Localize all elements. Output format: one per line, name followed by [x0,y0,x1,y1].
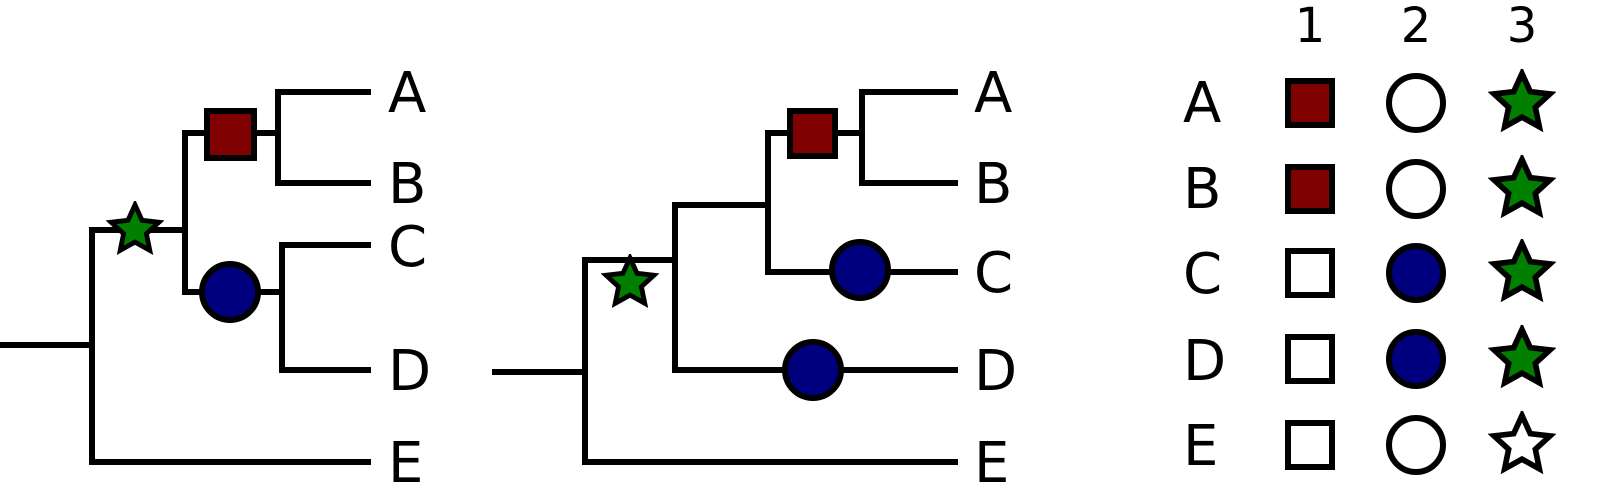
star-icon [1494,244,1550,297]
tree-2-tip-d: D [974,339,1017,404]
tree-1-branches [0,89,371,465]
matrix-row-label-a: A [1183,71,1221,136]
star-icon [1494,416,1550,469]
matrix-header-3: 3 [1507,0,1538,54]
circle-icon [1386,243,1446,303]
matrix-row-label-e: E [1183,414,1218,479]
circle-icon [782,339,844,401]
matrix-header-2: 2 [1401,0,1432,54]
tree-2-tip-a: A [974,61,1012,126]
tree-2: A B C D E [492,61,1017,493]
square-icon [1285,164,1335,214]
tree-1-tip-e: E [388,431,423,493]
circle-icon [199,261,261,323]
circle-icon [829,239,891,301]
star-icon [1494,160,1550,213]
star-icon [1494,330,1550,383]
star-icon [111,205,159,250]
tree-1-tip-a: A [388,61,426,126]
tree-1: A B C D E [0,61,431,493]
star-icon [606,258,654,303]
star-icon [1494,74,1550,127]
tree-2-tip-b: B [974,152,1012,217]
tree-1-tip-c: C [388,215,427,280]
square-icon [1285,420,1335,470]
circle-icon [1386,159,1446,219]
matrix-cells [1285,73,1550,475]
tree-2-tip-c: C [974,241,1013,306]
tree-1-tip-b: B [388,152,426,217]
character-matrix: 1 2 3 A B C D E [1183,0,1550,479]
matrix-row-label-b: B [1183,157,1221,222]
square-icon [787,108,838,159]
matrix-row-label-d: D [1183,329,1226,394]
matrix-row-label-c: C [1183,242,1222,307]
square-icon [1285,78,1335,128]
tree-1-tip-d: D [388,339,431,404]
square-icon [1285,248,1335,298]
circle-icon [1386,73,1446,133]
tree-2-tip-e: E [974,431,1009,493]
circle-icon [1386,329,1446,389]
matrix-header-1: 1 [1295,0,1326,54]
square-icon [1285,334,1335,384]
circle-icon [1386,415,1446,475]
square-icon [204,108,257,161]
